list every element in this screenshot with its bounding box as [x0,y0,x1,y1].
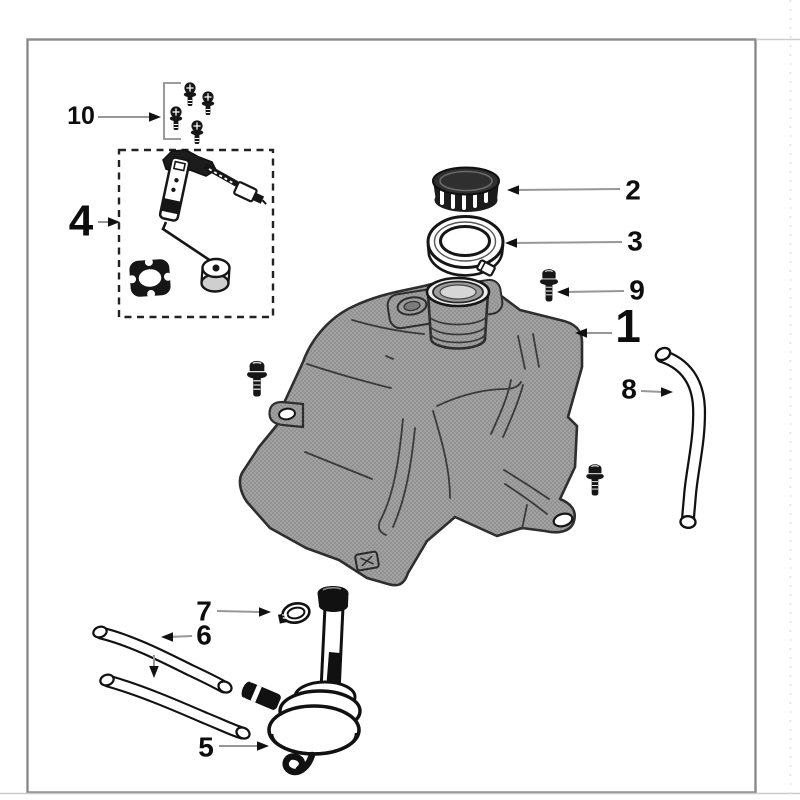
callout-5: 5 [198,732,214,763]
hose-clamp [277,601,311,625]
filler-ring [426,215,505,277]
cap-knurl-slots [440,188,488,210]
callout-1: 1 [615,300,641,352]
callout-2: 2 [625,175,641,206]
callout-9: 9 [629,275,645,306]
fuel-cap [432,166,500,212]
bolt-lower-right-icon [585,463,605,497]
screw-icon [169,105,183,131]
callout-4: 4 [69,197,94,246]
sender-dashed-box [117,148,275,319]
callout-6: 6 [196,620,212,651]
fuel-tank [238,276,584,587]
ring-tab [476,259,496,277]
fuel-tap [241,586,362,776]
tap-drain-hook [282,751,316,776]
screw-group-bracket [163,82,181,140]
callout-7: 7 [196,596,212,627]
screw-set [169,81,215,145]
tank-left-tab [268,400,305,429]
tank-right-tab-hole [552,512,574,528]
hose-upper [92,625,233,694]
hose-lower [99,673,251,740]
tap-outlet-spigot [241,681,281,710]
float-arm [161,221,215,265]
bolt-9-icon [539,268,559,303]
leader-lines [98,116,664,747]
screw-icon [201,90,215,116]
diagram-frame [26,38,757,794]
bolt-left-icon [246,360,268,398]
level-sender-assembly [128,149,267,298]
sender-connector [233,181,267,205]
sender-grommet [128,258,172,298]
filler-neck [425,276,491,350]
callout-3: 3 [627,226,643,257]
callout-8: 8 [621,374,637,405]
screw-icon [190,119,204,145]
callout-labels: 1 2 3 4 5 6 7 8 9 10 [67,102,645,763]
sender-body [158,156,191,222]
tank-bottom-clip [354,550,380,572]
tank-crease-lines [304,319,550,536]
float [200,257,231,293]
callout-10: 10 [67,102,95,130]
hose-right [654,346,707,530]
screw-icon [183,81,197,107]
vent-hole [396,296,428,316]
